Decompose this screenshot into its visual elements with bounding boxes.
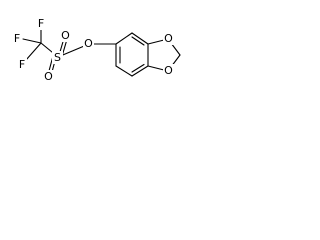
chemical-structure: F F F S O O O O: [12, 17, 181, 83]
atom-label-f-left: F: [14, 32, 20, 45]
atom-label-o-ring-bottom: O: [164, 64, 173, 77]
ring-bond-4: [131, 65, 149, 77]
atom-label-sulfur: S: [54, 51, 61, 64]
atom-o-sulfonyl-top: O: [60, 29, 71, 42]
atom-label-o-sulfonyl-top: O: [61, 29, 70, 42]
atom-label-o-ring-top: O: [164, 32, 173, 45]
atom-f-top: F: [36, 17, 46, 30]
ring-bond-5: [115, 65, 133, 77]
atom-o-ring-top: O: [163, 32, 174, 45]
atom-o-ring-bottom: O: [163, 64, 174, 77]
atom-f-bottom: F: [17, 58, 27, 71]
atom-label-f-top: F: [38, 17, 44, 30]
atom-o-ester: O: [83, 37, 94, 50]
atom-labels: F F F S O O O O: [12, 17, 174, 83]
ring-double-bond-1: [131, 36, 145, 46]
atom-o-sulfonyl-bottom: O: [43, 70, 54, 83]
atom-label-o-sulfonyl-bottom: O: [44, 70, 53, 83]
atom-label-o-ester: O: [84, 37, 93, 50]
atom-f-left: F: [12, 32, 22, 45]
ring-bond-2: [131, 32, 149, 45]
ring-double-bond-2: [131, 63, 145, 73]
atom-label-f-bottom: F: [19, 58, 25, 71]
bond-c-f-left: [22, 38, 42, 44]
bond-c-f-bottom: [25, 42, 42, 61]
atom-sulfur: S: [52, 51, 63, 64]
bonds: [22, 28, 181, 77]
ring-bond-1: [115, 32, 133, 45]
